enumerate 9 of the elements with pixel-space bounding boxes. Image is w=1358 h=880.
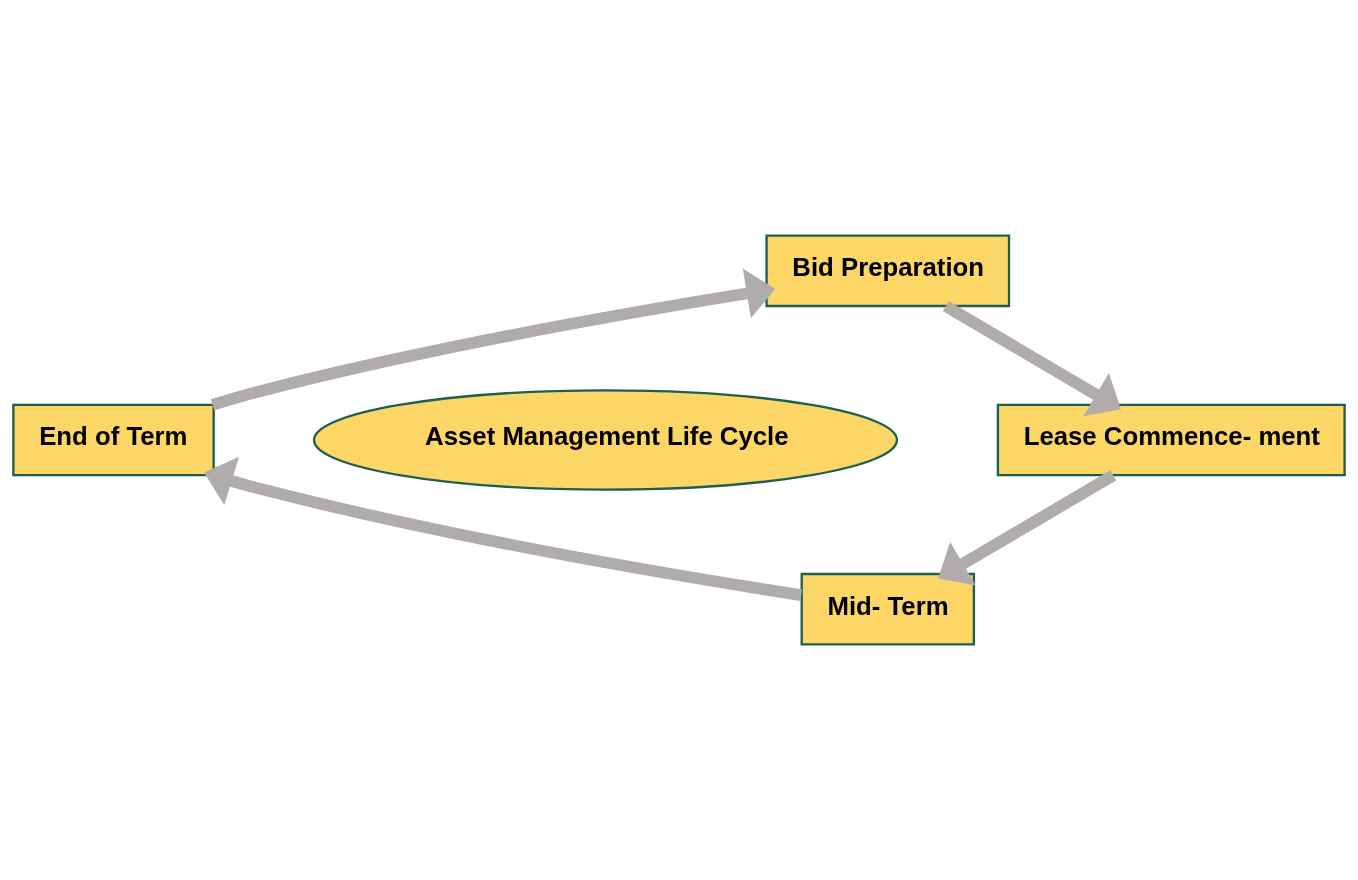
node-box: Bid Preparation <box>765 234 1011 308</box>
node-box: End of Term <box>12 403 215 477</box>
node-ellipse: Asset Management Life Cycle <box>312 389 899 491</box>
node-box: Lease Commence- ment <box>996 403 1346 477</box>
arrow <box>938 470 1117 586</box>
arrow <box>204 456 803 601</box>
arrow <box>942 301 1121 417</box>
node-box: Mid- Term <box>800 572 976 646</box>
arrow <box>210 268 776 411</box>
